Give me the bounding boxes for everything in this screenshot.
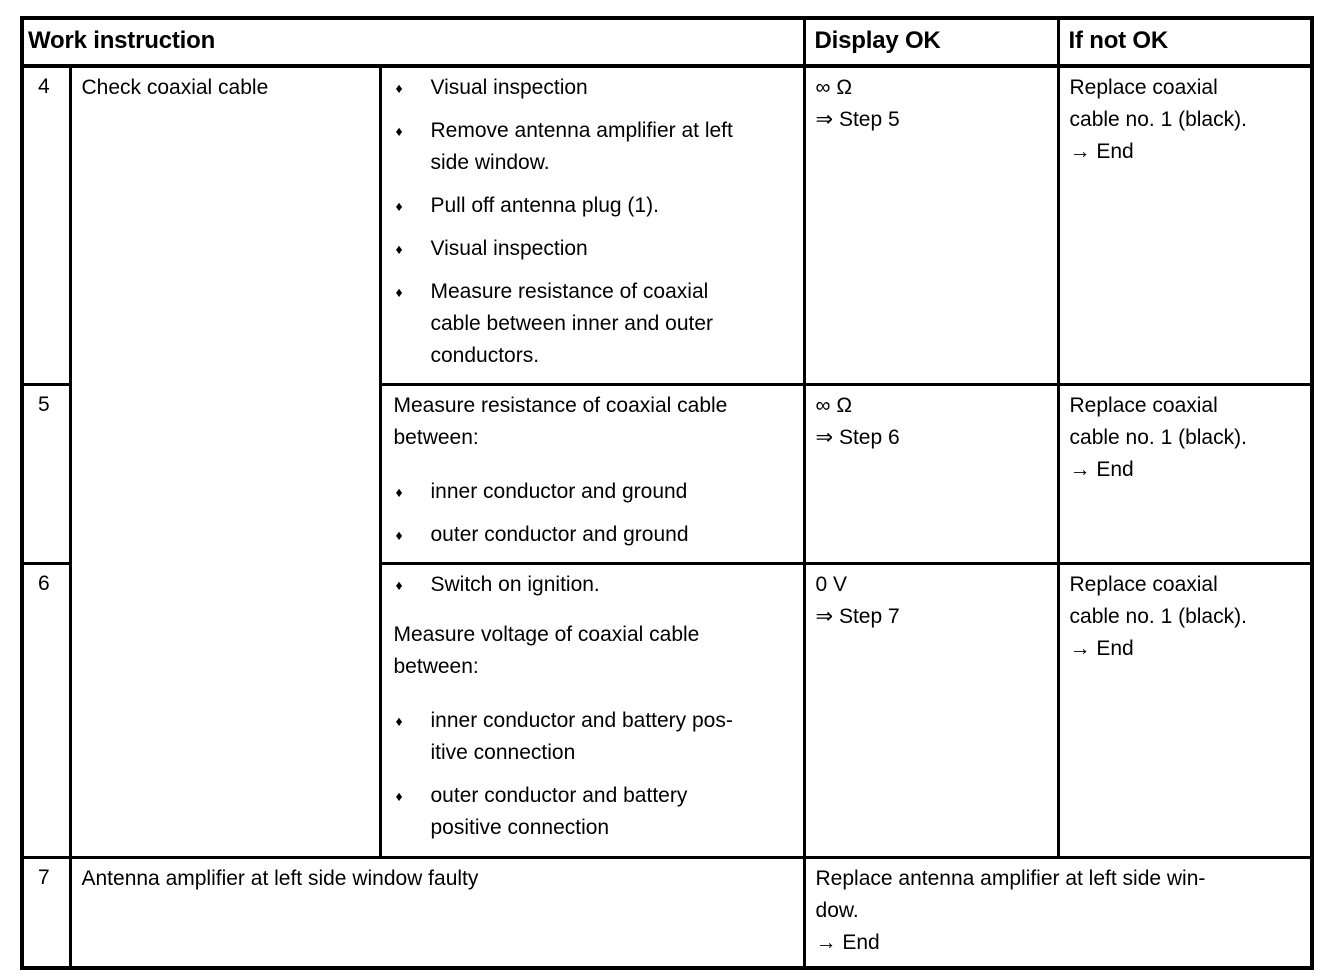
diamond-bullet-icon: ♦ (395, 788, 403, 804)
list-item-text: Switch on ignition. (430, 573, 600, 596)
list-item: ♦ Measure resistance of coaxial cable be… (394, 276, 799, 372)
procedure-cell-step-6: ♦ Switch on ignition. Measure voltage of… (378, 562, 806, 859)
table-row-step-4: 4 Check coaxial cable ♦ Visual inspectio… (20, 64, 1314, 859)
diamond-bullet-icon: ♦ (395, 527, 403, 543)
diamond-bullet-icon: ♦ (395, 284, 403, 300)
if-not-ok-cell-step-6: Replace coaxial cable no. 1 (black). → E… (1056, 562, 1314, 859)
list-item-text: outer conductor and ground (430, 523, 689, 546)
display-ok-cell-step-6: 0 V ⇒ Step 7 (802, 562, 1060, 859)
list-item: ♦ Visual inspection (394, 72, 799, 104)
list-item-text: inner conductor and battery pos- itive c… (430, 709, 733, 764)
step-number-5: 5 (20, 383, 72, 565)
table-row-step-7: 7 Antenna amplifier at left side window … (20, 856, 1314, 969)
procedure-cell-step-5: Measure resistance of coaxial cable betw… (378, 383, 806, 565)
diamond-bullet-icon: ♦ (395, 80, 403, 96)
list-item-text: outer conductor and battery positive con… (430, 784, 688, 839)
list-item: ♦ inner conductor and ground (394, 476, 799, 508)
column-header-if-not-ok: If not OK (1056, 16, 1314, 68)
table-header-row: Work instruction Display OK If not OK (20, 16, 1314, 68)
step-number-4: 4 (20, 64, 72, 386)
list-item-text: Remove antenna amplifier at left side wi… (430, 119, 733, 174)
diamond-bullet-icon: ♦ (395, 198, 403, 214)
if-not-ok-cell-step-4: Replace coaxial cable no. 1 (black). → E… (1056, 64, 1314, 386)
list-item-text: Pull off antenna plug (1). (430, 194, 659, 217)
table-row-step-6: 6 ♦ Switch on ignition. Measure voltage … (20, 562, 1314, 859)
list-item: ♦ outer conductor and battery positive c… (394, 780, 799, 844)
display-ok-cell-step-5: ∞ Ω ⇒ Step 6 (802, 383, 1060, 565)
procedure-intro-text: Measure voltage of coaxial cable between… (393, 623, 700, 678)
if-not-ok-cell-step-5: Replace coaxial cable no. 1 (black). → E… (1056, 383, 1314, 565)
procedure-intro-text: Measure resistance of coaxial cable betw… (393, 394, 728, 449)
list-item-text: Visual inspection (430, 237, 588, 260)
fault-description-cell: Antenna amplifier at left side window fa… (68, 856, 806, 969)
diamond-bullet-icon: ♦ (395, 577, 403, 593)
list-item: ♦ outer conductor and ground (394, 519, 799, 551)
column-header-work-instruction: Work instruction (20, 16, 806, 68)
list-item: ♦ Pull off antenna plug (1). (394, 190, 799, 222)
procedure-cell-step-4: ♦ Visual inspection ♦ Remove antenna amp… (378, 64, 806, 386)
list-item-text: Measure resistance of coaxial cable betw… (430, 280, 714, 367)
step-number-7: 7 (20, 856, 72, 969)
task-check-coaxial-cable: Check coaxial cable (68, 64, 382, 859)
table-row-step-5: 5 Measure resistance of coaxial cable be… (20, 383, 1314, 565)
step-number-6: 6 (20, 562, 72, 859)
list-item: ♦ Switch on ignition. (394, 569, 799, 601)
diamond-bullet-icon: ♦ (395, 484, 403, 500)
list-item-text: Visual inspection (430, 76, 588, 99)
list-item: ♦ inner conductor and battery pos- itive… (394, 705, 799, 769)
list-item-text: inner conductor and ground (430, 480, 688, 503)
column-header-display-ok: Display OK (802, 16, 1060, 68)
list-item: ♦ Visual inspection (394, 233, 799, 265)
list-item: ♦ Remove antenna amplifier at left side … (394, 115, 799, 179)
diamond-bullet-icon: ♦ (395, 713, 403, 729)
diamond-bullet-icon: ♦ (395, 123, 403, 139)
remedy-cell-step-7: Replace antenna amplifier at left side w… (802, 856, 1314, 969)
diamond-bullet-icon: ♦ (395, 241, 403, 257)
display-ok-cell-step-4: ∞ Ω ⇒ Step 5 (802, 64, 1060, 386)
work-instruction-table: Work instruction Display OK If not OK 4 … (20, 16, 1315, 970)
